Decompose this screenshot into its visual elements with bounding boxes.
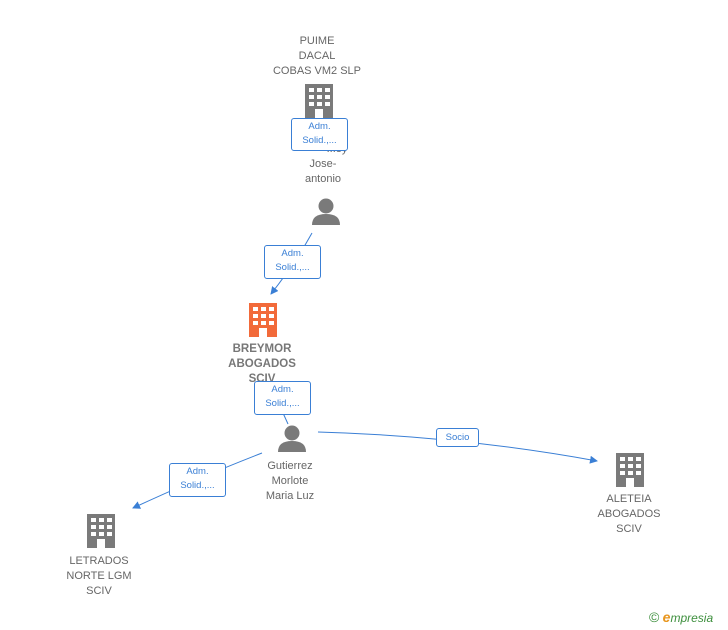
- building-icon[interactable]: [305, 84, 333, 118]
- node-label-aleteia[interactable]: ALETEIA ABOGADOS SCIV: [597, 493, 661, 535]
- copyright-icon: ©: [649, 609, 660, 625]
- building-icon-main[interactable]: [249, 303, 277, 337]
- person-icon[interactable]: [278, 425, 306, 453]
- edge-label-adm[interactable]: Adm. Solid.,...: [169, 463, 226, 497]
- edge-label-adm[interactable]: Adm. Solid.,...: [254, 381, 311, 415]
- node-label-gutierrez[interactable]: Gutierrez Morlote Maria Luz: [265, 460, 315, 502]
- building-icon[interactable]: [616, 453, 644, 487]
- brand-logo: © empresia: [649, 609, 714, 625]
- edge-label-adm[interactable]: Adm. Solid.,...: [291, 118, 348, 151]
- edge-label-adm[interactable]: Adm. Solid.,...: [264, 245, 321, 279]
- building-icon[interactable]: [87, 514, 115, 548]
- edge-label-socio[interactable]: Socio: [436, 428, 479, 447]
- node-label-puime[interactable]: PUIME DACAL COBAS VM2 SLP: [272, 35, 362, 77]
- person-icon[interactable]: [312, 198, 340, 226]
- node-label-letrados[interactable]: LETRADOS NORTE LGM SCIV: [66, 555, 132, 597]
